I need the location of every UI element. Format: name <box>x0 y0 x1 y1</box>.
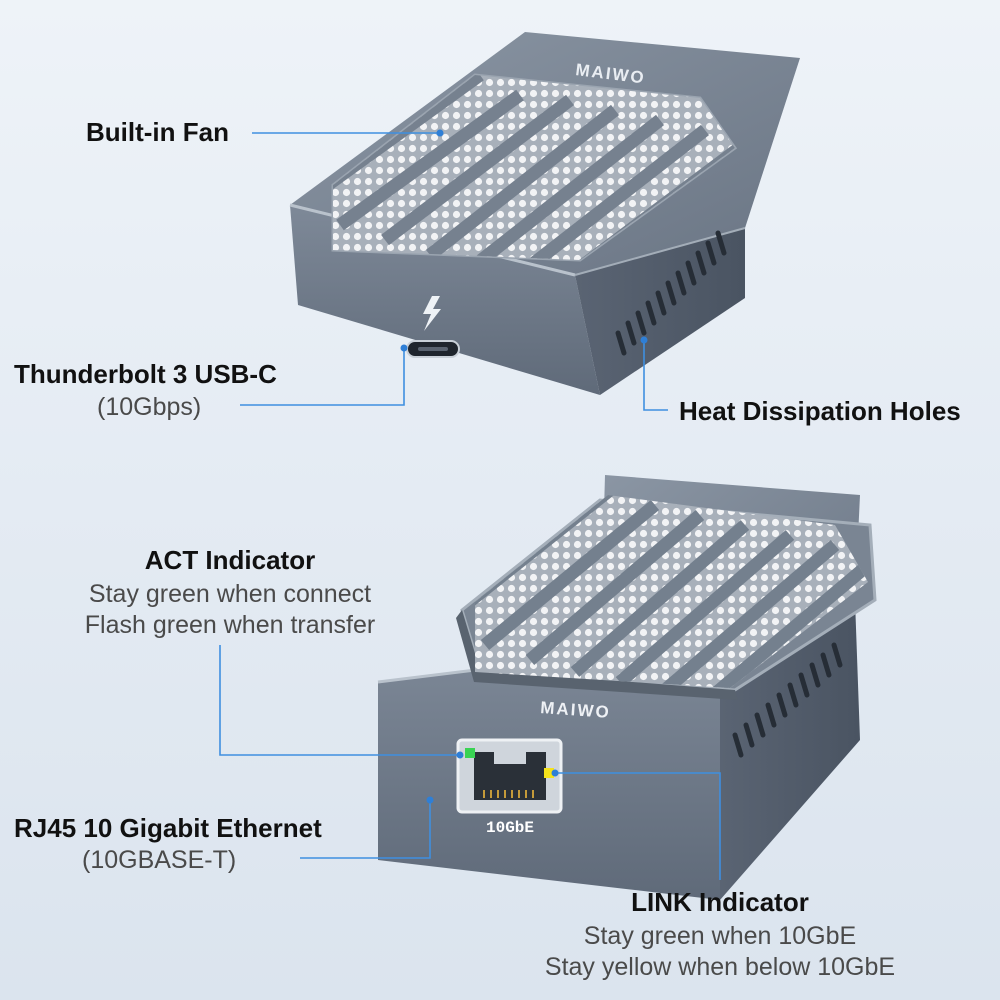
thunderbolt-icon <box>423 296 441 331</box>
brand-logo-bottom: MAIWO <box>540 698 612 722</box>
heat-dissipation-vents <box>615 230 727 356</box>
callout-link-line2: Stay yellow when below 10GbE <box>544 953 896 981</box>
callout-usb-c-detail: (10Gbps) <box>97 393 202 421</box>
callout-heat-title: Heat Dissipation Holes <box>679 396 961 426</box>
port-label: 10GbE <box>486 819 534 837</box>
callout-built-in-fan-title: Built-in Fan <box>86 117 229 147</box>
device-top: MAIWO <box>289 32 800 395</box>
callout-link-line1: Stay green when 10GbE <box>583 922 857 950</box>
fan-grille-2 <box>456 495 877 700</box>
callout-act-line2: Flash green when transfer <box>84 611 376 639</box>
rj45-port-icon <box>456 738 563 814</box>
link-led <box>544 768 554 778</box>
act-led <box>465 748 475 758</box>
callout-link: LINK Indicator Stay green when 10GbE Sta… <box>505 887 935 982</box>
heat-dissipation-vents-2 <box>732 642 843 758</box>
callout-act-line1: Stay green when connect <box>88 580 372 608</box>
callout-act: ACT Indicator Stay green when connect Fl… <box>40 545 420 640</box>
device-bottom: MAIWO 10GbE <box>377 475 877 900</box>
callout-act-title: ACT Indicator <box>144 545 316 575</box>
callout-rj45-detail: (10GBASE-T) <box>82 846 237 874</box>
leader-dots <box>400 129 648 804</box>
leader-lines <box>219 132 721 880</box>
callout-link-title: LINK Indicator <box>631 887 809 917</box>
callout-usb-c-title: Thunderbolt 3 USB-C <box>14 359 277 389</box>
callout-rj45-title: RJ45 10 Gigabit Ethernet <box>14 813 322 843</box>
